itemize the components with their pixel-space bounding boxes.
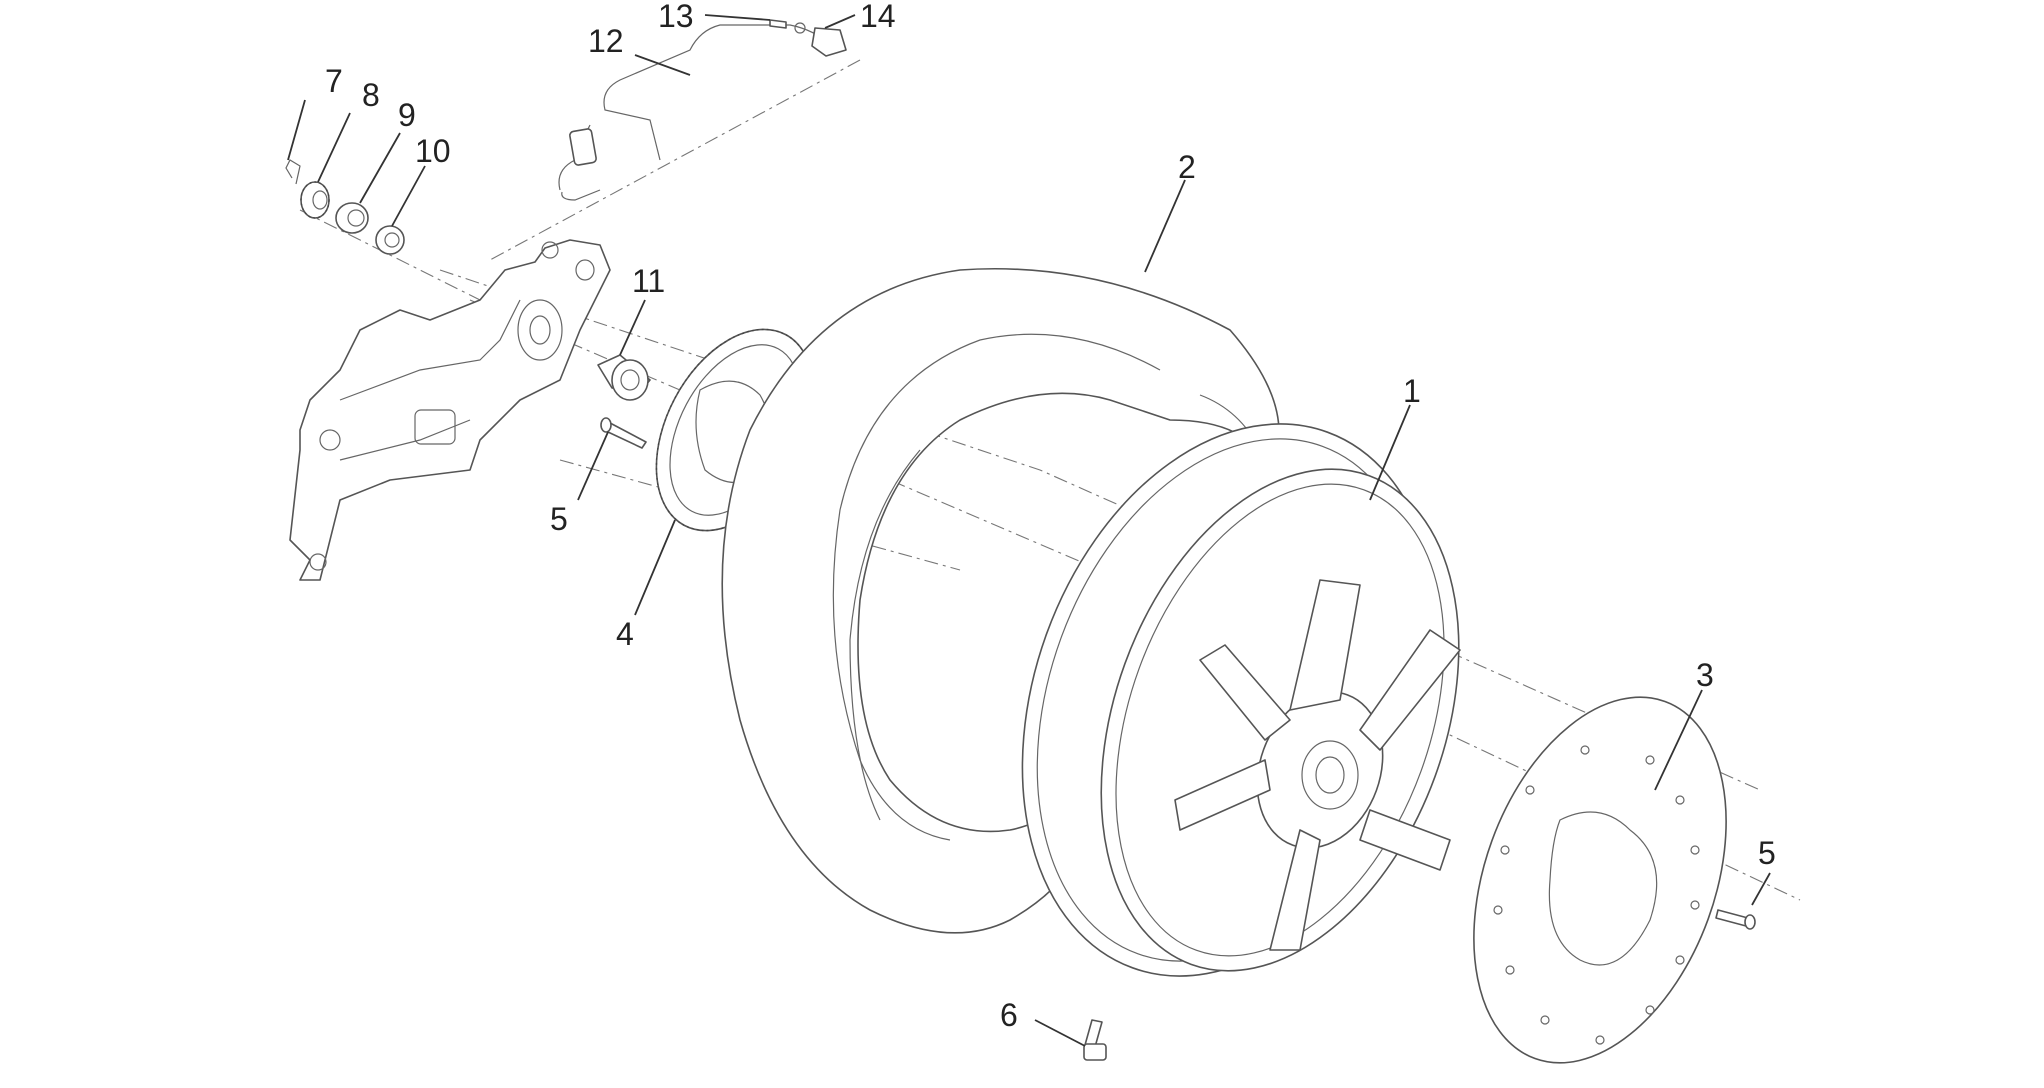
- bolt-6: [1083, 1019, 1107, 1061]
- sensor-14: [794, 22, 847, 57]
- callout-9: 9: [398, 97, 416, 133]
- callout-1: 1: [1403, 373, 1421, 409]
- callout-4: 4: [616, 616, 634, 652]
- callout-13: 13: [658, 0, 694, 34]
- callout-14: 14: [860, 0, 896, 34]
- callout-labels: 1 2 3 4 5 5 6 7 8 9 10 11 12 13 14: [325, 0, 1776, 1033]
- callout-11: 11: [632, 263, 665, 299]
- wheel-rim-1: [1021, 423, 1461, 977]
- abs-sensor-cable-12: [558, 24, 831, 201]
- callout-3: 3: [1696, 657, 1714, 693]
- leader-lines: [287, 14, 1771, 1047]
- spacer-9: [335, 202, 369, 234]
- callout-2: 2: [1178, 149, 1196, 185]
- callout-8: 8: [362, 77, 380, 113]
- brake-disc-3: [1473, 696, 1727, 1064]
- callout-7: 7: [325, 63, 343, 99]
- bolt-5-right: [1715, 909, 1756, 930]
- clip-7: [285, 159, 301, 185]
- swing-arm: [289, 239, 611, 581]
- bolt-5-left: [600, 417, 647, 449]
- screw-13: [769, 19, 787, 29]
- bushing-11: [597, 354, 651, 401]
- seal-10: [375, 225, 405, 255]
- bearing-8: [300, 181, 330, 219]
- callout-5-left: 5: [550, 501, 568, 537]
- callout-5-right: 5: [1758, 835, 1776, 871]
- callout-12: 12: [588, 23, 624, 59]
- callout-10: 10: [415, 133, 451, 169]
- brake-disc-holes: [1493, 745, 1700, 1045]
- callout-6: 6: [1000, 997, 1018, 1033]
